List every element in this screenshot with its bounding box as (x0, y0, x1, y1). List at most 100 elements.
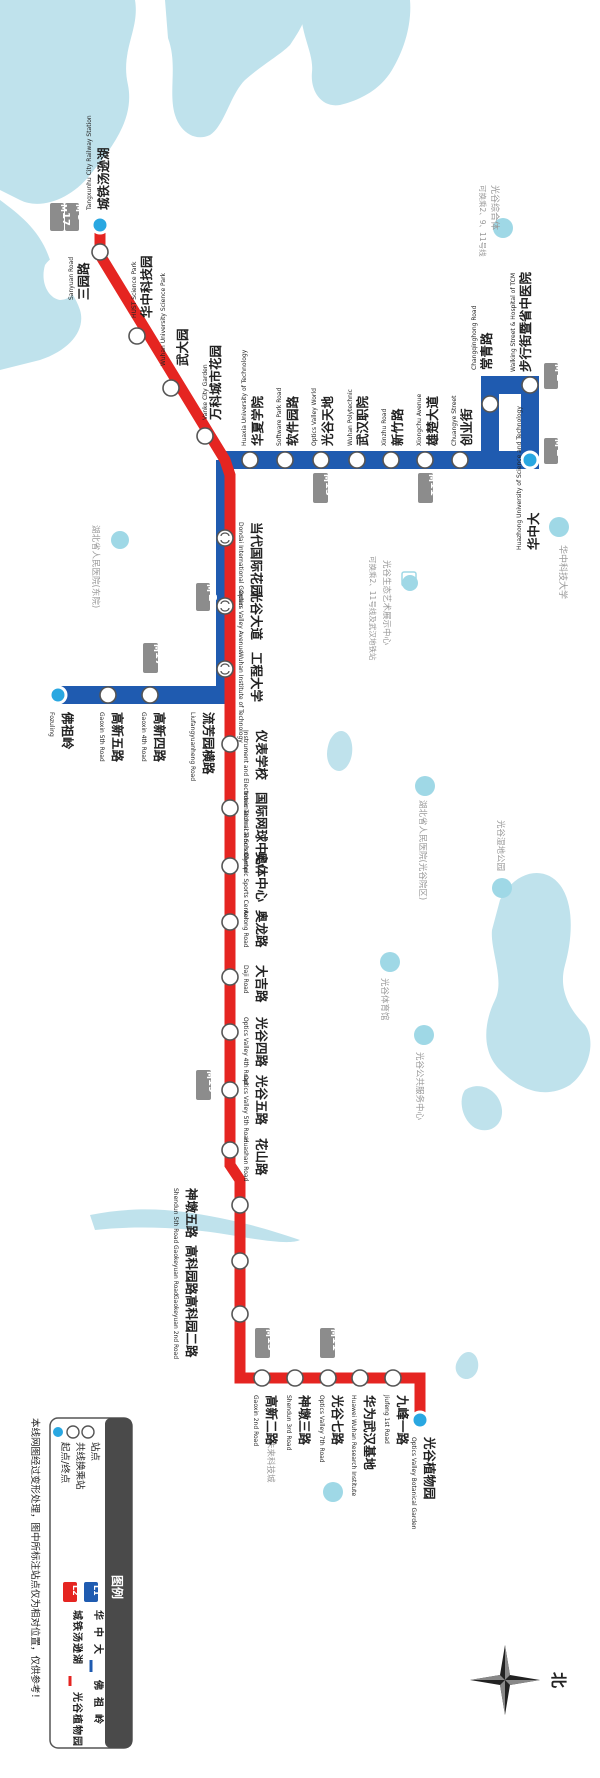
svg-text:M: M (205, 1071, 214, 1079)
station-marker-ov4[interactable] (221, 1023, 239, 1041)
svg-text:13: 13 (265, 1337, 276, 1351)
svg-text:M: M (329, 1329, 338, 1337)
label-chuangye: 创业街 Chuangye Street (451, 395, 474, 447)
station-name-cn: 高新五路 (110, 712, 125, 763)
station-name-en: Gaoxin 5th Road (98, 712, 105, 762)
station-marker-gaoxin2[interactable] (253, 1369, 271, 1387)
svg-text:11: 11 (330, 1337, 341, 1351)
station-marker-tennis[interactable] (221, 799, 239, 817)
station-marker-hust-sp[interactable] (128, 327, 146, 345)
station-marker-huashan[interactable] (221, 1141, 239, 1159)
station-name-en: Optics Valley Avenue (237, 590, 244, 653)
label-wpu: 武汉职院 Wuhan Polytechnic (347, 389, 370, 446)
station-marker-huazhongda[interactable] (520, 450, 540, 470)
station-marker-wudayuan[interactable] (162, 379, 180, 397)
station-marker-gaoxin5[interactable] (99, 686, 117, 704)
station-name-en: Optics Valley Botanical Garden (410, 1437, 417, 1530)
station-name-cn: 光谷四路 (254, 1016, 269, 1068)
svg-text:M: M (152, 644, 161, 652)
label-gaoxin4: 高新四路 Gaoxin 4th Road (140, 712, 167, 763)
station-marker-ov5[interactable] (221, 1081, 239, 1099)
station-marker-fozuling[interactable] (48, 685, 68, 705)
poi-zijin: 光谷生态艺术展示中心 可换乘2、11号线及武汉地铁站 (368, 556, 418, 661)
footnote: 本线网图经过变形处理，图中所标注站点仅为相对位置，仅供参考！ (29, 1418, 41, 1703)
station-marker-wit[interactable] (216, 660, 234, 678)
station-marker-aolong[interactable] (221, 913, 239, 931)
station-marker-vanke[interactable] (196, 427, 214, 445)
label-yibiao: 仪表学校 Instrument and Electronic Technical… (242, 729, 269, 859)
station-name-cn: 软件园路 (285, 395, 300, 446)
label-huashan: 花山路 Huashan Road (242, 1138, 269, 1182)
station-marker-huaxia[interactable] (241, 451, 259, 469)
station-marker-ovworld[interactable] (312, 451, 330, 469)
station-name-cn: 高新四路 (152, 712, 167, 763)
station-marker-ov7[interactable] (319, 1369, 337, 1387)
island-west (43, 254, 82, 300)
station-name-en: Chuangye Street (451, 395, 458, 446)
station-name-en: Gaoxin 2nd Road (252, 1395, 259, 1446)
station-marker-ovavenue[interactable] (216, 597, 234, 615)
poi-label-renmin-east: 湖北省人民医院(东院) (90, 525, 101, 608)
label-xiongchu: 雄楚大道 Xiongchu Avenue (416, 394, 440, 447)
svg-text:M: M (59, 204, 68, 212)
station-marker-xinzhu[interactable] (382, 451, 400, 469)
station-marker-changqing[interactable] (481, 395, 499, 413)
station-name-en: Jiufeng 1st Road (383, 1394, 390, 1444)
station-marker-gaoxin4[interactable] (141, 686, 159, 704)
station-name-en: Gaokeyuan 2nd Road (172, 1295, 179, 1359)
lake-east-large (486, 873, 591, 1093)
legend-station-label: 站点 (89, 1442, 101, 1462)
legend-line-blue: L1 华中大 佛祖岭 (84, 1582, 105, 1731)
station-marker-yibiao[interactable] (221, 735, 239, 753)
station-marker-wpu[interactable] (348, 451, 366, 469)
station-marker-olympic[interactable] (221, 857, 239, 875)
poi-label-metro-note: 可换乘2、11号线及武汉地铁站 (368, 556, 378, 661)
line-badge-17: M 17 (50, 203, 71, 231)
station-name-en: Tangxunhu City Railway Station (86, 115, 93, 211)
label-shendun5: 神墩五路 Shendun 5th Road (172, 1188, 199, 1244)
river-south (90, 1209, 300, 1243)
station-name-cn: 华为武汉基地 (362, 1395, 377, 1471)
label-wit: 工程大学 Wuhan Institute of Technology (237, 652, 264, 743)
legend-line-red-b: 光谷植物园 (71, 1691, 84, 1747)
legend-line-blue-a: 华中大 (92, 1610, 105, 1661)
label-huawei: 华为武汉基地 Huawei Wuhan Research Institute (350, 1395, 377, 1497)
line-badge-2-buxing: M 2 (544, 363, 567, 389)
station-name-cn: 华中大 (526, 512, 541, 550)
legend-terminal-icon (51, 1425, 65, 1439)
poi-marker-guanggu-zonghe (493, 218, 513, 238)
station-marker-jiufeng1[interactable] (384, 1369, 402, 1387)
station-marker-dondai[interactable] (216, 529, 234, 547)
station-marker-chuangye[interactable] (451, 451, 469, 469)
line-badge-11-ov7: M 11 (320, 1328, 341, 1358)
station-marker-software[interactable] (276, 451, 294, 469)
station-marker-xiongchu[interactable] (416, 451, 434, 469)
station-marker-buxing[interactable] (521, 376, 539, 394)
water-bodies (0, 0, 591, 1380)
north-label: 北 (549, 1672, 568, 1688)
svg-text:11: 11 (428, 482, 439, 496)
station-marker-gaokeyuan[interactable] (231, 1252, 249, 1270)
station-marker-shendun5[interactable] (231, 1196, 249, 1214)
line-badge-13-gaoxin2: M 13 (255, 1328, 276, 1358)
poi-marker-zijin (402, 575, 418, 591)
station-name-cn: 奥龙路 (254, 910, 269, 948)
station-marker-sanyuan[interactable] (91, 243, 109, 261)
station-name-cn: 光谷五路 (254, 1074, 269, 1126)
station-marker-daji[interactable] (221, 968, 239, 986)
svg-text:M: M (427, 474, 436, 482)
label-dondai: 当代国际花园 Dondai International Garden (237, 522, 264, 608)
station-marker-huawei[interactable] (351, 1369, 369, 1387)
station-marker-shendun3[interactable] (286, 1369, 304, 1387)
station-name-en: Sanyuan Road (68, 257, 75, 300)
legend-line-blue-b: 佛祖岭 (92, 1679, 105, 1731)
station-marker-botanical[interactable] (410, 1410, 430, 1430)
station-marker-tangxunhu[interactable] (90, 215, 110, 235)
station-marker-gaokeyuan2[interactable] (231, 1305, 249, 1323)
label-huazhongda: 华中大 Huazhong University of Science and T… (516, 406, 541, 550)
station-labels-rotated: 佛祖岭 Fozuling 高新五路 Gaoxin 5th Road 高新四路 G… (48, 522, 437, 1530)
legend-station-icon (81, 1425, 95, 1439)
legend-line-red: L2 城铁汤逊湖 光谷植物园 (63, 1582, 84, 1747)
svg-text:2: 2 (554, 374, 567, 382)
